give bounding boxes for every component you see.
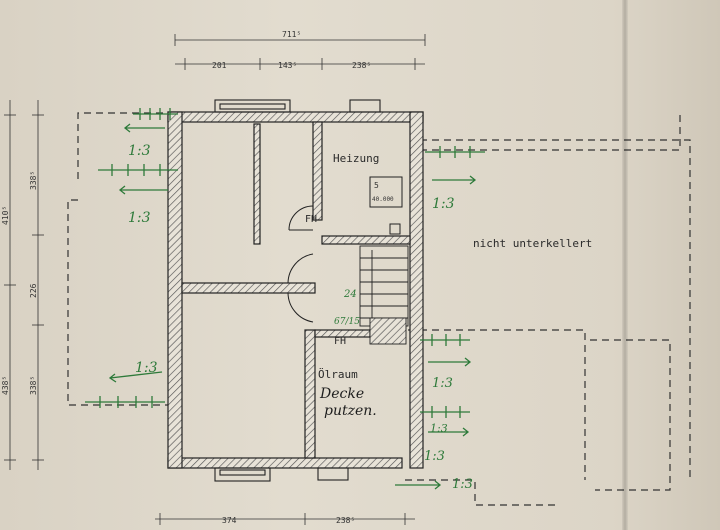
scale-mark-2: 1:3 (128, 210, 151, 226)
dim-top-seg1: 201 (212, 61, 227, 70)
bottom-dimension-chain (155, 513, 415, 525)
note-decke: Decke (319, 386, 364, 402)
dim-left-a: 410⁵ (1, 206, 10, 225)
dim-bottom-seg2: 238⁵ (336, 516, 355, 525)
paper-fold (622, 0, 628, 530)
scale-annotations (85, 108, 485, 490)
walls (167, 111, 424, 469)
dim-left-d: 438⁵ (1, 376, 10, 395)
dim-left-e: 338⁵ (29, 376, 38, 395)
dim-left-c: 226 (29, 283, 38, 298)
scale-mark-8: 1:3 (430, 422, 448, 435)
scale-mark-1: 1:3 (128, 143, 151, 159)
scale-mark-3: 1:3 (432, 196, 455, 212)
dim-left-b: 338⁵ (29, 171, 38, 190)
dim-bottom-seg1: 374 (222, 516, 237, 525)
dim-top-seg3: 238⁵ (352, 61, 371, 70)
scale-mark-7: 1:3 (452, 477, 473, 492)
note-putzen: putzen. (324, 403, 377, 419)
note-nicht-unterkellert: nicht unterkellert (473, 237, 592, 250)
scale-mark-4: 1:3 (135, 360, 158, 376)
top-dimension-chain (174, 34, 426, 70)
label-fh-bottom: FH (334, 336, 346, 347)
stair-code-top: 24 (343, 289, 357, 300)
door-swings (287, 205, 314, 323)
dim-top-seg2: 143⁵ (278, 61, 297, 70)
dashed-foundation-lines (67, 112, 691, 506)
room-label-heizung: Heizung (333, 152, 379, 165)
dim-top-total: 711⁵ (282, 30, 301, 39)
room-label-oelraum: Ölraum (318, 368, 358, 381)
windows (214, 99, 381, 482)
staircase (359, 245, 409, 345)
left-dimension-chain (4, 100, 44, 470)
boiler-box (369, 176, 403, 235)
label-fh-top: FH (305, 214, 317, 225)
scale-mark-5: 1:3 (432, 376, 453, 391)
scale-mark-6: 1:3 (424, 449, 445, 464)
tank-note: 40.000 (372, 196, 394, 203)
stair-code-bottom: 67/15 (334, 317, 360, 327)
tank-label: 5 (374, 181, 379, 190)
